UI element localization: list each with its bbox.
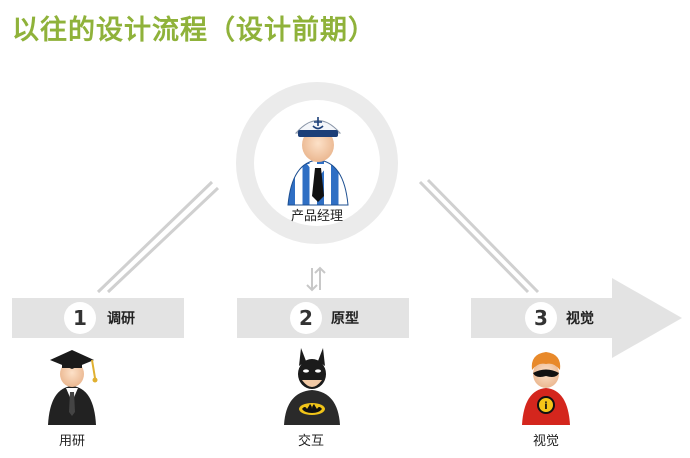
step-2: 2 原型 xyxy=(290,302,359,334)
left-connector xyxy=(96,180,220,294)
step-1: 1 调研 xyxy=(64,302,135,334)
page-title: 以往的设计流程（设计前期） xyxy=(12,15,376,46)
batman-icon xyxy=(284,348,340,425)
sailor-captain-icon xyxy=(287,117,349,206)
svg-text:i: i xyxy=(544,401,547,412)
step-3: 3 视觉 xyxy=(525,302,594,334)
step-3-number: 3 xyxy=(534,306,548,330)
step-1-number: 1 xyxy=(73,306,87,330)
bidirectional-arrow-icon xyxy=(306,266,326,292)
role-1-label: 用研 xyxy=(59,434,85,449)
step-2-label: 原型 xyxy=(331,310,359,327)
graduate-icon xyxy=(48,350,98,425)
step-3-label: 视觉 xyxy=(566,310,594,327)
role-2-label: 交互 xyxy=(298,433,324,449)
center-label: 产品经理 xyxy=(291,209,343,224)
step-1-label: 调研 xyxy=(107,311,135,327)
step-2-number: 2 xyxy=(299,306,313,330)
role-3-label: 视觉 xyxy=(533,434,559,449)
incredibles-icon: i xyxy=(522,352,570,425)
right-connector xyxy=(418,178,540,294)
